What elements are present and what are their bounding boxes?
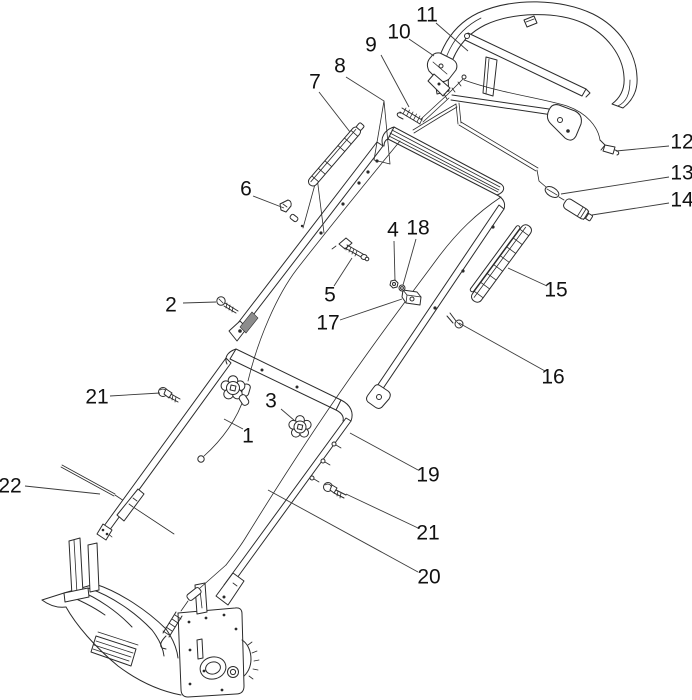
callout-16: 16	[541, 366, 564, 389]
detail-marker	[373, 100, 391, 165]
leader-line-17	[339, 298, 403, 321]
callout-21: 21	[85, 386, 108, 409]
bail-bracket-right	[546, 104, 582, 141]
callout-9: 9	[365, 34, 377, 57]
deck-bracket-left	[63, 526, 113, 603]
carriage-bolt-right	[323, 482, 347, 499]
leader-line-6	[252, 195, 285, 209]
hub	[199, 656, 239, 680]
leader-line-19	[349, 432, 419, 471]
callout-11: 11	[416, 4, 438, 27]
brake-rod	[60, 464, 175, 535]
callout-6: 6	[240, 178, 252, 201]
grate	[90, 631, 139, 667]
leader-line-7	[318, 91, 351, 133]
leader-line-3	[280, 408, 296, 422]
leader-line-4	[393, 240, 396, 282]
callout-21: 21	[416, 522, 439, 545]
callout-5: 5	[324, 284, 336, 307]
cable-adjuster	[331, 237, 370, 262]
lower-handle	[96, 348, 353, 606]
grip-pad-right	[469, 224, 532, 303]
cable-rear	[160, 196, 502, 650]
tube-end-plate	[96, 523, 113, 541]
leader-line-8	[345, 76, 385, 102]
carriage-bolt-left	[158, 387, 181, 403]
cable-with-fittings	[412, 102, 593, 222]
tension-spring	[396, 74, 467, 125]
callout-10: 10	[387, 21, 410, 44]
cable-z-fitting	[463, 79, 620, 156]
cable-ferrule	[186, 587, 202, 601]
nut	[389, 279, 399, 289]
washer	[398, 284, 406, 292]
callout-22: 22	[0, 475, 22, 498]
bail-bracket-left	[426, 52, 458, 97]
bail-loop-handle	[426, 1, 638, 141]
callout-8: 8	[334, 55, 346, 78]
callout-13: 13	[670, 162, 692, 185]
cable-ferrule	[544, 186, 560, 198]
callout-20: 20	[417, 566, 440, 589]
cable-clip	[279, 199, 304, 228]
clamp-block	[401, 289, 422, 306]
deck-housing	[41, 526, 260, 698]
leader-line-14	[591, 202, 670, 216]
leader-line-16	[458, 322, 546, 372]
leader-line-15	[507, 267, 548, 287]
callout-3: 3	[265, 390, 277, 413]
screw-small-left	[216, 296, 239, 314]
callout-7: 7	[309, 71, 321, 94]
leader-line-13	[560, 176, 670, 195]
tube-end-plate	[215, 572, 245, 606]
leader-line-18	[402, 238, 417, 286]
screw-small-right	[446, 312, 464, 329]
bail-tube	[435, 1, 638, 109]
leader-line-22	[24, 485, 101, 495]
callout-12: 12	[670, 131, 692, 154]
callout-2: 2	[165, 294, 177, 317]
callout-15: 15	[544, 279, 567, 302]
upper-handle	[228, 100, 506, 409]
leader-line-9	[380, 54, 410, 108]
leader-line-5	[333, 257, 353, 287]
leader-line-20	[267, 489, 419, 573]
cable-boot	[563, 198, 593, 222]
leader-line-10	[408, 38, 435, 57]
leader-line-11	[435, 22, 469, 52]
callout-1: 1	[242, 425, 254, 448]
leader-line-12	[615, 145, 670, 152]
callout-4: 4	[387, 219, 399, 242]
leader-line-21	[109, 392, 161, 397]
callout-14: 14	[670, 189, 692, 212]
bail-link	[482, 56, 498, 97]
star-knob-mounted	[220, 375, 250, 406]
leader-line-21	[345, 493, 419, 529]
upper-tube-left	[237, 141, 384, 328]
cable-front	[197, 140, 401, 463]
lower-tube-left	[103, 357, 232, 532]
cable-spring-end	[160, 611, 183, 650]
star-knob-exploded	[288, 415, 312, 438]
grip-pad-left	[307, 122, 365, 187]
callout-19: 19	[416, 464, 439, 487]
leader-line-1	[223, 418, 244, 430]
callout-17: 17	[316, 312, 339, 335]
latch	[523, 15, 538, 28]
leader-line-2	[182, 301, 217, 304]
callout-18: 18	[406, 217, 429, 240]
